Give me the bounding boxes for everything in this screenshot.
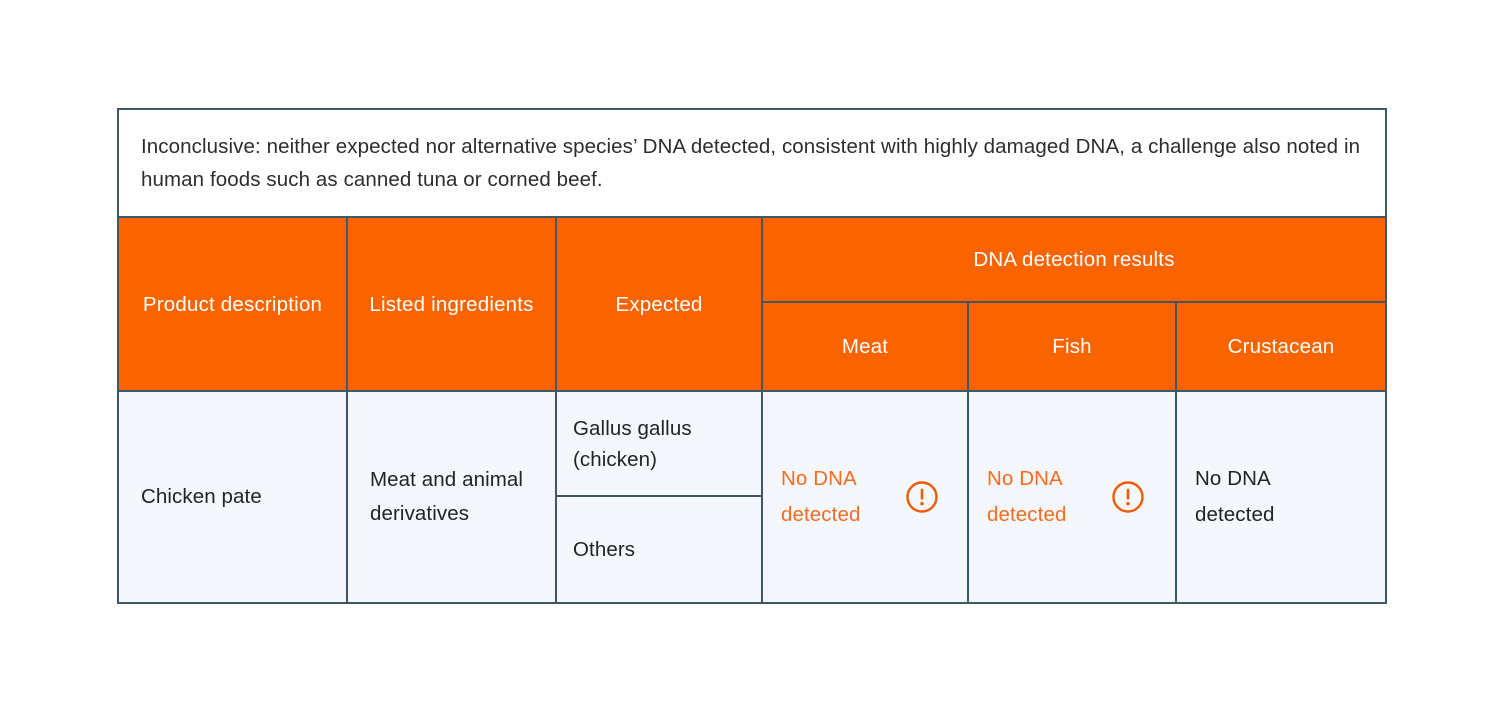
cell-listed-ingredients-value: Meat and animal derivatives [370, 468, 524, 525]
cell-result-crustacean-value: No DNA detected [1195, 467, 1275, 526]
header-product-description-label: Product description [142, 292, 323, 316]
header-expected: Expected [557, 218, 763, 390]
cell-expected-primary: Gallus gallus (chicken) [557, 392, 761, 497]
cell-result-fish-value: No DNA detected [987, 467, 1067, 526]
header-result-meat: Meat [763, 303, 969, 390]
table-header: Product description Listed ingredients E… [119, 218, 1385, 392]
cell-result-meat: No DNA detected [763, 392, 969, 602]
header-results-subcolumns: Meat Fish Crustacean [763, 303, 1385, 390]
header-dna-detection-results-label: DNA detection results [763, 218, 1385, 303]
cell-expected-others: Others [573, 538, 636, 561]
cell-result-meat-value: No DNA detected [781, 467, 861, 526]
cell-product-description-value: Chicken pate [141, 485, 262, 508]
cell-result-fish: No DNA detected [969, 392, 1177, 602]
cell-product-description: Chicken pate [119, 392, 348, 602]
header-expected-label: Expected [615, 292, 703, 316]
alert-circle-icon [1112, 481, 1144, 513]
cell-listed-ingredients: Meat and animal derivatives [348, 392, 557, 602]
table-row: Chicken pate Meat and animal derivatives… [119, 392, 1385, 602]
header-result-crustacean: Crustacean [1227, 334, 1335, 358]
cell-expected: Gallus gallus (chicken) Others [557, 392, 763, 602]
header-listed-ingredients-label: Listed ingredients [369, 292, 534, 316]
inconclusive-note-row: Inconclusive: neither expected nor alter… [119, 110, 1385, 218]
inconclusive-note-text: Inconclusive: neither expected nor alter… [141, 135, 1361, 191]
cell-result-crustacean: No DNA detected [1177, 392, 1385, 602]
alert-circle-icon [906, 481, 938, 513]
header-listed-ingredients: Listed ingredients [348, 218, 557, 390]
header-dna-detection-results-group: DNA detection results Meat Fish Crustace… [763, 218, 1385, 390]
dna-results-table: Inconclusive: neither expected nor alter… [117, 108, 1387, 604]
header-product-description: Product description [119, 218, 348, 390]
header-result-fish: Fish [969, 303, 1177, 390]
